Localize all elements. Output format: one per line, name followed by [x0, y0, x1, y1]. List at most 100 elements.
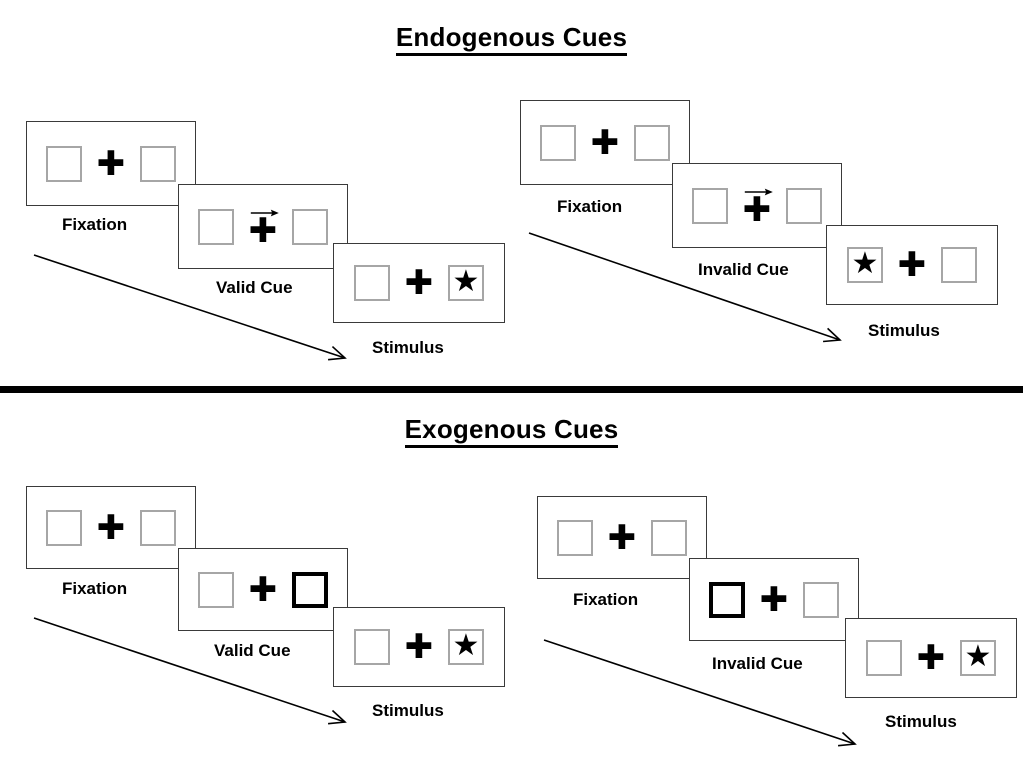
fixation-cross-group: ✚	[576, 123, 634, 163]
placeholder-box-right: ★	[651, 519, 687, 556]
stimulus-row: ★✚★	[354, 627, 484, 667]
star-icon: ★	[452, 265, 480, 298]
trial-panel-content: ★ ✚ ★	[538, 497, 706, 578]
fixation-cross-icon: ✚	[590, 122, 620, 163]
fixation-cross-icon: ✚	[248, 211, 278, 251]
stimulus-row: ★ ✚ ★	[46, 144, 176, 184]
fixation-cross-group: ✚	[390, 627, 448, 667]
trial-panel-content: ★ ✚ ★	[27, 122, 195, 205]
flow-exogenous-invalid-icon	[543, 639, 857, 747]
section-divider	[0, 386, 1023, 393]
panel-label: Stimulus	[372, 701, 444, 720]
stimulus-row: ★ ✚ ★	[354, 263, 484, 303]
placeholder-box-left: ★	[46, 145, 82, 182]
section-title-endogenous-text: Endogenous Cues	[395, 22, 628, 56]
panel-label: Invalid Cue	[712, 654, 803, 673]
star-icon: ★	[851, 247, 879, 280]
cue-box-right: ★	[292, 571, 328, 608]
stimulus-row: ★ ✚ ★	[557, 518, 687, 558]
panel-label: Fixation	[62, 215, 128, 234]
stimulus-row: ★✚★	[847, 245, 977, 285]
placeholder-box-right: ★	[634, 124, 670, 161]
flow-exogenous-valid-icon	[33, 617, 347, 725]
trial-panel-content: ★ ✚ ★	[521, 101, 689, 184]
stimulus-row: ★ ✚ ★	[198, 207, 328, 251]
trial-panel-endogenous-invalid-invalid-cue: ★ ✚ ★	[672, 163, 842, 248]
trial-panel-exogenous-invalid-invalid-cue: ★ ✚ ★	[689, 558, 859, 641]
panel-label: Invalid Cue	[698, 260, 789, 279]
panel-label: Fixation	[557, 197, 623, 216]
placeholder-box-left: ★	[557, 519, 593, 556]
section-title-endogenous: Endogenous Cues	[0, 22, 1023, 56]
placeholder-box-right: ★	[960, 640, 996, 676]
fixation-cross-group: ✚	[234, 570, 292, 610]
placeholder-box-right: ★	[803, 581, 839, 618]
section-title-exogenous: Exogenous Cues	[0, 414, 1023, 448]
stimulus-row: ★ ✚ ★	[540, 123, 670, 163]
fixation-cross-icon: ✚	[742, 190, 772, 230]
trial-panel-content: ★✚★	[334, 608, 504, 686]
trial-panel-endogenous-valid-fixation: ★ ✚ ★	[26, 121, 196, 206]
flow-endogenous-invalid-icon	[528, 232, 842, 343]
panel-label: Valid Cue	[216, 278, 293, 297]
placeholder-box-right: ★	[140, 509, 176, 546]
placeholder-box-left: ★	[46, 509, 82, 546]
trial-panel-content: ★✚★	[827, 226, 997, 304]
panel-label: Stimulus	[868, 321, 940, 340]
panel-label: Fixation	[62, 579, 128, 598]
stimulus-row: ★ ✚ ★	[198, 570, 328, 610]
placeholder-box-left: ★	[198, 208, 234, 245]
trial-panel-content: ★ ✚ ★	[846, 619, 1016, 697]
fixation-cross-group: ✚	[902, 638, 960, 678]
star-icon: ★	[964, 640, 992, 673]
panel-label: Stimulus	[372, 338, 444, 357]
placeholder-box-left: ★	[866, 640, 902, 676]
fixation-cross-icon: ✚	[759, 579, 789, 620]
trial-panel-endogenous-invalid-stimulus: ★✚★	[826, 225, 998, 305]
trial-panel-exogenous-valid-fixation: ★ ✚ ★	[26, 486, 196, 569]
fixation-cross-icon: ✚	[96, 143, 126, 184]
trial-panel-content: ★ ✚ ★	[673, 164, 841, 247]
cue-box-left: ★	[709, 581, 745, 618]
trial-panel-content: ★ ✚ ★	[27, 487, 195, 568]
placeholder-box-right: ★	[786, 187, 822, 224]
placeholder-box-left: ★	[540, 124, 576, 161]
fixation-cross-group: ✚	[728, 186, 786, 230]
placeholder-box-left: ★	[847, 247, 883, 283]
fixation-cross-group: ✚	[390, 263, 448, 303]
placeholder-box-left: ★	[198, 571, 234, 608]
fixation-cross-group: ✚	[745, 580, 803, 620]
trial-panel-exogenous-invalid-stimulus: ★ ✚ ★	[845, 618, 1017, 698]
fixation-cross-group: ✚	[234, 207, 292, 251]
stimulus-row: ★ ✚ ★	[46, 508, 176, 548]
placeholder-box-right: ★	[140, 145, 176, 182]
fixation-cross-icon: ✚	[96, 507, 126, 548]
stimulus-row: ★ ✚ ★	[866, 638, 996, 678]
panel-label: Valid Cue	[214, 641, 291, 660]
placeholder-box-left: ★	[354, 265, 390, 301]
trial-panel-exogenous-invalid-fixation: ★ ✚ ★	[537, 496, 707, 579]
placeholder-box-right: ★	[448, 629, 484, 665]
fixation-cross-icon: ✚	[248, 569, 278, 610]
trial-panel-exogenous-valid-valid-cue: ★ ✚ ★	[178, 548, 348, 631]
fixation-cross-group: ✚	[82, 144, 140, 184]
fixation-cross-group: ✚	[82, 508, 140, 548]
trial-panel-endogenous-valid-stimulus: ★ ✚ ★	[333, 243, 505, 323]
trial-panel-content: ★ ✚ ★	[690, 559, 858, 640]
trial-panel-content: ★ ✚ ★	[179, 549, 347, 630]
fixation-cross-icon: ✚	[897, 245, 927, 285]
placeholder-box-right: ★	[292, 208, 328, 245]
stimulus-row: ★ ✚ ★	[692, 186, 822, 230]
fixation-cross-icon: ✚	[916, 638, 946, 678]
placeholder-box-right: ★	[448, 265, 484, 301]
trial-panel-exogenous-valid-stimulus: ★✚★	[333, 607, 505, 687]
fixation-cross-group: ✚	[883, 245, 941, 285]
trial-panel-content: ★ ✚ ★	[179, 185, 347, 268]
cue-arrow-right-icon	[744, 188, 773, 195]
placeholder-box-left: ★	[692, 187, 728, 224]
fixation-cross-group: ✚	[593, 518, 651, 558]
fixation-cross-icon: ✚	[404, 263, 434, 303]
fixation-cross-icon: ✚	[404, 627, 434, 667]
fixation-cross-icon: ✚	[607, 517, 637, 558]
trial-panel-endogenous-valid-valid-cue: ★ ✚ ★	[178, 184, 348, 269]
